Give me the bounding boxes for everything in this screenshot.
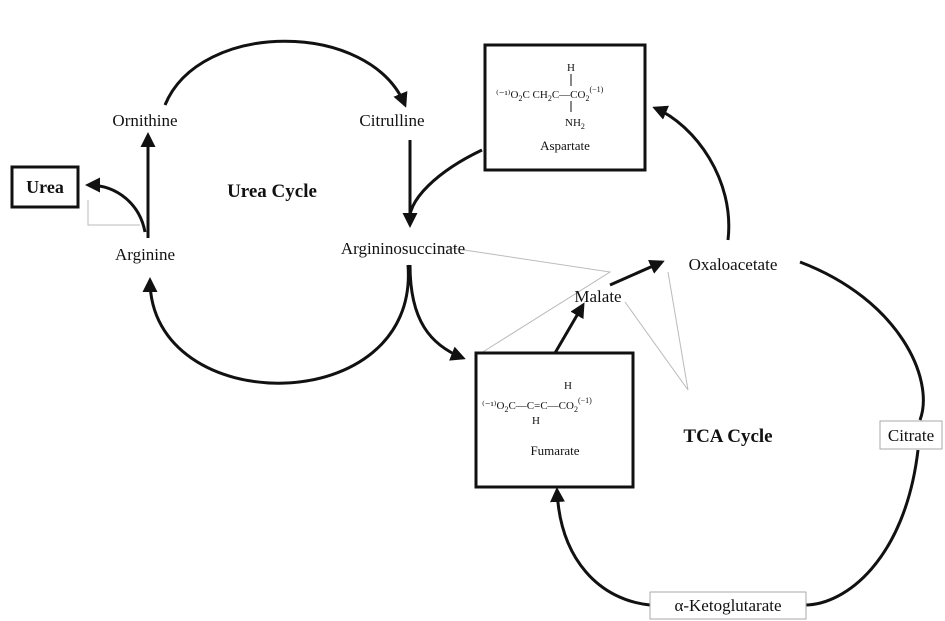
aspartate-formula-mid-sub: 2 (548, 94, 552, 103)
fumarate-h-bottom: H (532, 415, 540, 427)
aspartate-nh-sub: 2 (581, 122, 585, 131)
citrate-label: Citrate (888, 426, 934, 445)
tca-cycle-arrows (550, 105, 925, 607)
fumarate-formula-left-sub: 2 (504, 405, 508, 414)
tca-cycle-label: TCA Cycle (683, 426, 772, 447)
ketoglutarate-to-fumarate-arrow (550, 487, 651, 607)
aspartate-formula-mid: C CH (522, 89, 547, 101)
fumarate-output-arrow (408, 264, 466, 361)
aspartate-h: H (567, 62, 575, 74)
aspartate-nh: NH (565, 117, 581, 129)
aspartate-input-arrow (408, 148, 483, 226)
ornithine-label: Ornithine (112, 111, 177, 130)
urea-box: Urea (10, 165, 80, 209)
malate-to-oxaloacetate-arrow (609, 259, 665, 287)
fumarate-formula-right-sup: (−1) (578, 396, 592, 405)
aspartate-formula-right-sup: (−1) (589, 85, 603, 94)
urea-cycle-arrows (85, 39, 483, 385)
fumarate-to-malate-arrow (553, 302, 585, 354)
fumarate-formula: ⁽⁻¹⁾O2C—C=C—CO2(−1) (482, 396, 592, 414)
citrate-to-ketoglutarate-arrow (804, 449, 920, 607)
connector-lines (87, 200, 689, 391)
ketoglutarate-box: α-Ketoglutarate (649, 591, 807, 620)
arginine-label: Arginine (115, 245, 175, 264)
urea-label: Urea (26, 177, 64, 197)
aspartate-formula-c: C (552, 89, 559, 101)
aspartate-formula-right-sub: 2 (585, 94, 589, 103)
citrulline-label: Citrulline (359, 111, 424, 130)
fumarate-formula-left: ⁽⁻¹⁾O (482, 400, 505, 412)
aspartate-formula-left: ⁽⁻¹⁾O (496, 89, 519, 101)
aspartate-formula-dash: —CO (558, 89, 585, 101)
citrate-box: Citrate (879, 420, 943, 450)
aspartate-nh2: NH2 (565, 117, 585, 131)
fumarate-h-top: H (564, 380, 572, 392)
arginine-to-urea-arrow (85, 177, 147, 233)
aspartate-formula: ⁽⁻¹⁾O2C CH2C—CO2(−1) (496, 85, 604, 103)
oxaloacetate-to-aspartate-arrow (652, 105, 731, 241)
aspartate-formula-left-sub: 2 (518, 94, 522, 103)
oxaloacetate-to-citrate-arrow (799, 260, 925, 421)
aspartate-label: Aspartate (540, 138, 590, 153)
argininosuccinate-to-arginine-arrow (142, 264, 410, 385)
argininosuccinate-label: Argininosuccinate (341, 239, 465, 258)
ornithine-to-citrulline-arrow (163, 39, 408, 108)
fumarate-box: H ⁽⁻¹⁾O2C—C=C—CO2(−1) H Fumarate (474, 351, 635, 489)
oxaloacetate-label: Oxaloacetate (689, 255, 778, 274)
aspartate-box: H ⁽⁻¹⁾O2C CH2C—CO2(−1) NH2 Aspartate (483, 43, 647, 172)
ketoglutarate-label: α-Ketoglutarate (674, 596, 781, 615)
fumarate-formula-chain2: =C—CO (534, 400, 574, 412)
fumarate-label: Fumarate (530, 443, 579, 458)
fumarate-formula-chain1: C—C (508, 400, 534, 412)
malate-label: Malate (574, 287, 621, 306)
fumarate-formula-right-sub: 2 (574, 405, 578, 414)
urea-cycle-label: Urea Cycle (227, 181, 317, 202)
